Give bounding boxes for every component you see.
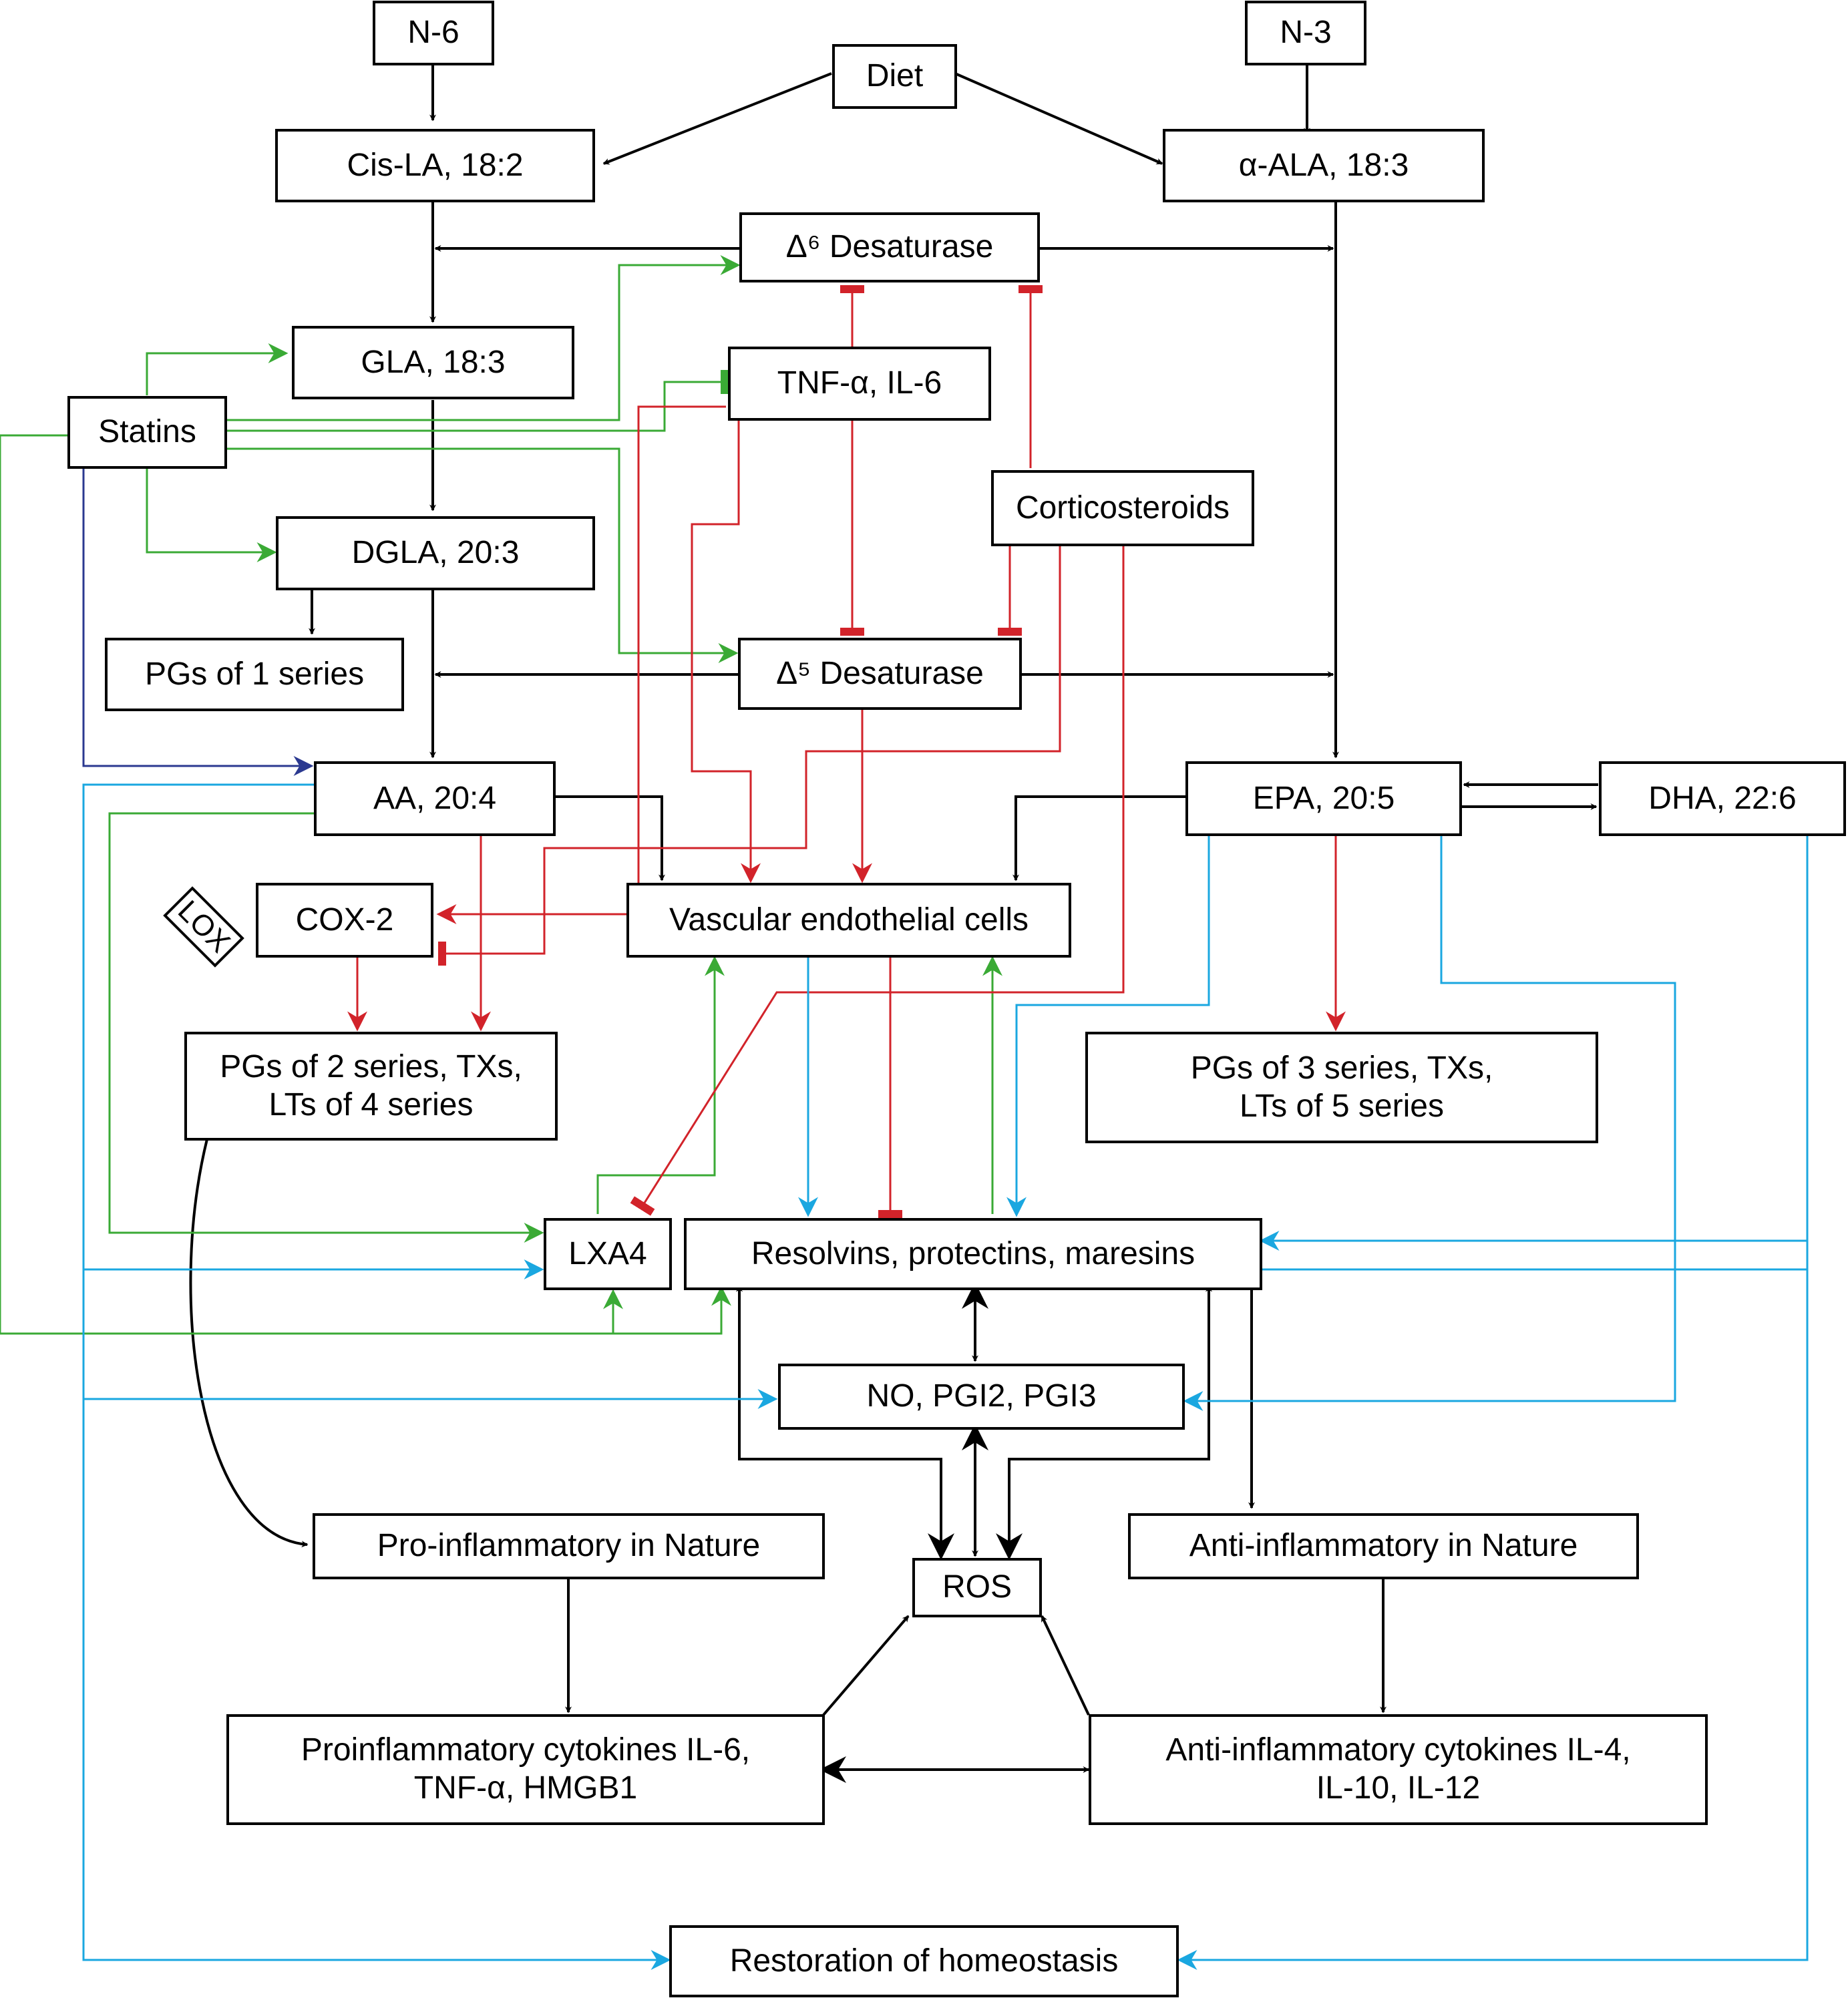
node-statins: Statins	[67, 396, 227, 469]
node-antiinflammatory: Anti-inflammatory in Nature	[1128, 1513, 1639, 1579]
node-gla: GLA, 18:3	[292, 326, 574, 399]
node-proinflammatory: Pro-inflammatory in Nature	[313, 1513, 825, 1579]
node-pg2: PGs of 2 series, TXs, LTs of 4 series	[184, 1032, 558, 1141]
node-cox2: COX-2	[256, 883, 433, 958]
node-antiinflammatory-cytokines: Anti-inflammatory cytokines IL-4, IL-10,…	[1089, 1714, 1708, 1825]
node-pg1: PGs of 1 series	[105, 638, 404, 711]
node-d5-desaturase: Δ⁵ Desaturase	[738, 638, 1022, 710]
edge-diet-ala	[954, 72, 1163, 165]
edge-pg2-proinf	[189, 1139, 309, 1548]
node-no-pgi: NO, PGI2, PGI3	[778, 1364, 1185, 1430]
edge-epa-vec	[1012, 795, 1185, 881]
node-n3: N-3	[1245, 1, 1366, 65]
edge-aa-vec	[554, 795, 665, 881]
edge-cortico-lxa4	[630, 546, 1125, 1216]
edge-statins-lxa4-resolvins	[0, 434, 731, 1335]
node-ala: α-ALA, 18:3	[1163, 129, 1485, 202]
node-cisla: Cis-LA, 18:2	[275, 129, 595, 202]
edge-statins-d6	[226, 255, 741, 421]
node-aa: AA, 20:4	[314, 761, 556, 836]
edge-dha-resolvins	[1177, 836, 1809, 1970]
node-n6: N-6	[373, 1, 494, 65]
edge-epa-no	[1183, 836, 1676, 1411]
node-resolvins: Resolvins, protectins, maresins	[684, 1218, 1262, 1290]
node-d6-desaturase: Δ⁶ Desaturase	[739, 212, 1040, 282]
edge-lxa4-vec	[596, 956, 725, 1214]
node-epa: EPA, 20:5	[1185, 761, 1462, 836]
node-pg3: PGs of 3 series, TXs, LTs of 5 series	[1085, 1032, 1598, 1143]
node-tnf: TNF-α, IL-6	[728, 347, 991, 421]
edge-cortico-cox2	[438, 546, 1061, 966]
node-lxa4: LXA4	[544, 1218, 672, 1290]
node-vascular-endothelial-cells: Vascular endothelial cells	[626, 883, 1071, 958]
edge-aa-homeostasis	[82, 783, 671, 1970]
node-corticosteroids: Corticosteroids	[991, 470, 1254, 546]
edge-aa-lxa4	[108, 812, 544, 1243]
node-dgla: DGLA, 20:3	[276, 516, 595, 590]
edge-resolvins-ros-left	[736, 1285, 954, 1560]
edge-anticyt-ros	[1041, 1615, 1090, 1716]
edge-resolvins-ros-right	[996, 1285, 1212, 1560]
node-dha: DHA, 22:6	[1599, 761, 1846, 836]
node-restoration-of-homeostasis: Restoration of homeostasis	[669, 1925, 1179, 1997]
edge-diet-cisla	[602, 72, 832, 165]
edge-statins-gla	[146, 343, 289, 395]
edge-tnf-vec	[691, 421, 761, 883]
node-diet: Diet	[832, 44, 957, 109]
node-ros: ROS	[912, 1558, 1042, 1617]
edge-statins-dgla	[146, 467, 277, 562]
edge-tnf-cox2	[436, 405, 726, 924]
node-proinflammatory-cytokines: Proinflammatory cytokines IL-6, TNF-α, H…	[226, 1714, 825, 1825]
edge-epa-resolvins	[1006, 836, 1210, 1217]
edge-statins-aa	[82, 469, 314, 776]
edge-statins-d5	[226, 447, 739, 663]
edge-procyt-ros	[822, 1615, 910, 1716]
